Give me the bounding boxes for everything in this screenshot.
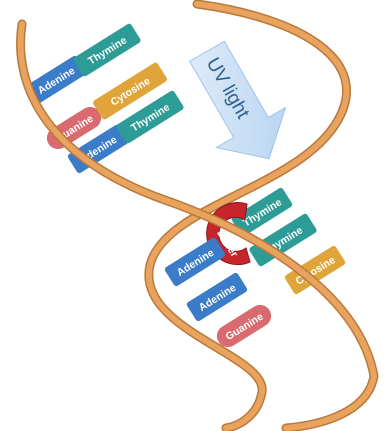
adenine-block: Adenine	[186, 272, 249, 322]
adenine-block: Adenine	[164, 237, 227, 287]
uv-light-arrow: UV light	[172, 31, 303, 178]
thymine-block: Thymine	[72, 23, 141, 78]
guanine-block: Guanine	[213, 301, 276, 351]
top-base-pairs: Adenine Thymine Guanine Cytosine Adenine	[25, 23, 185, 175]
backbone-strand-front	[21, 24, 374, 428]
